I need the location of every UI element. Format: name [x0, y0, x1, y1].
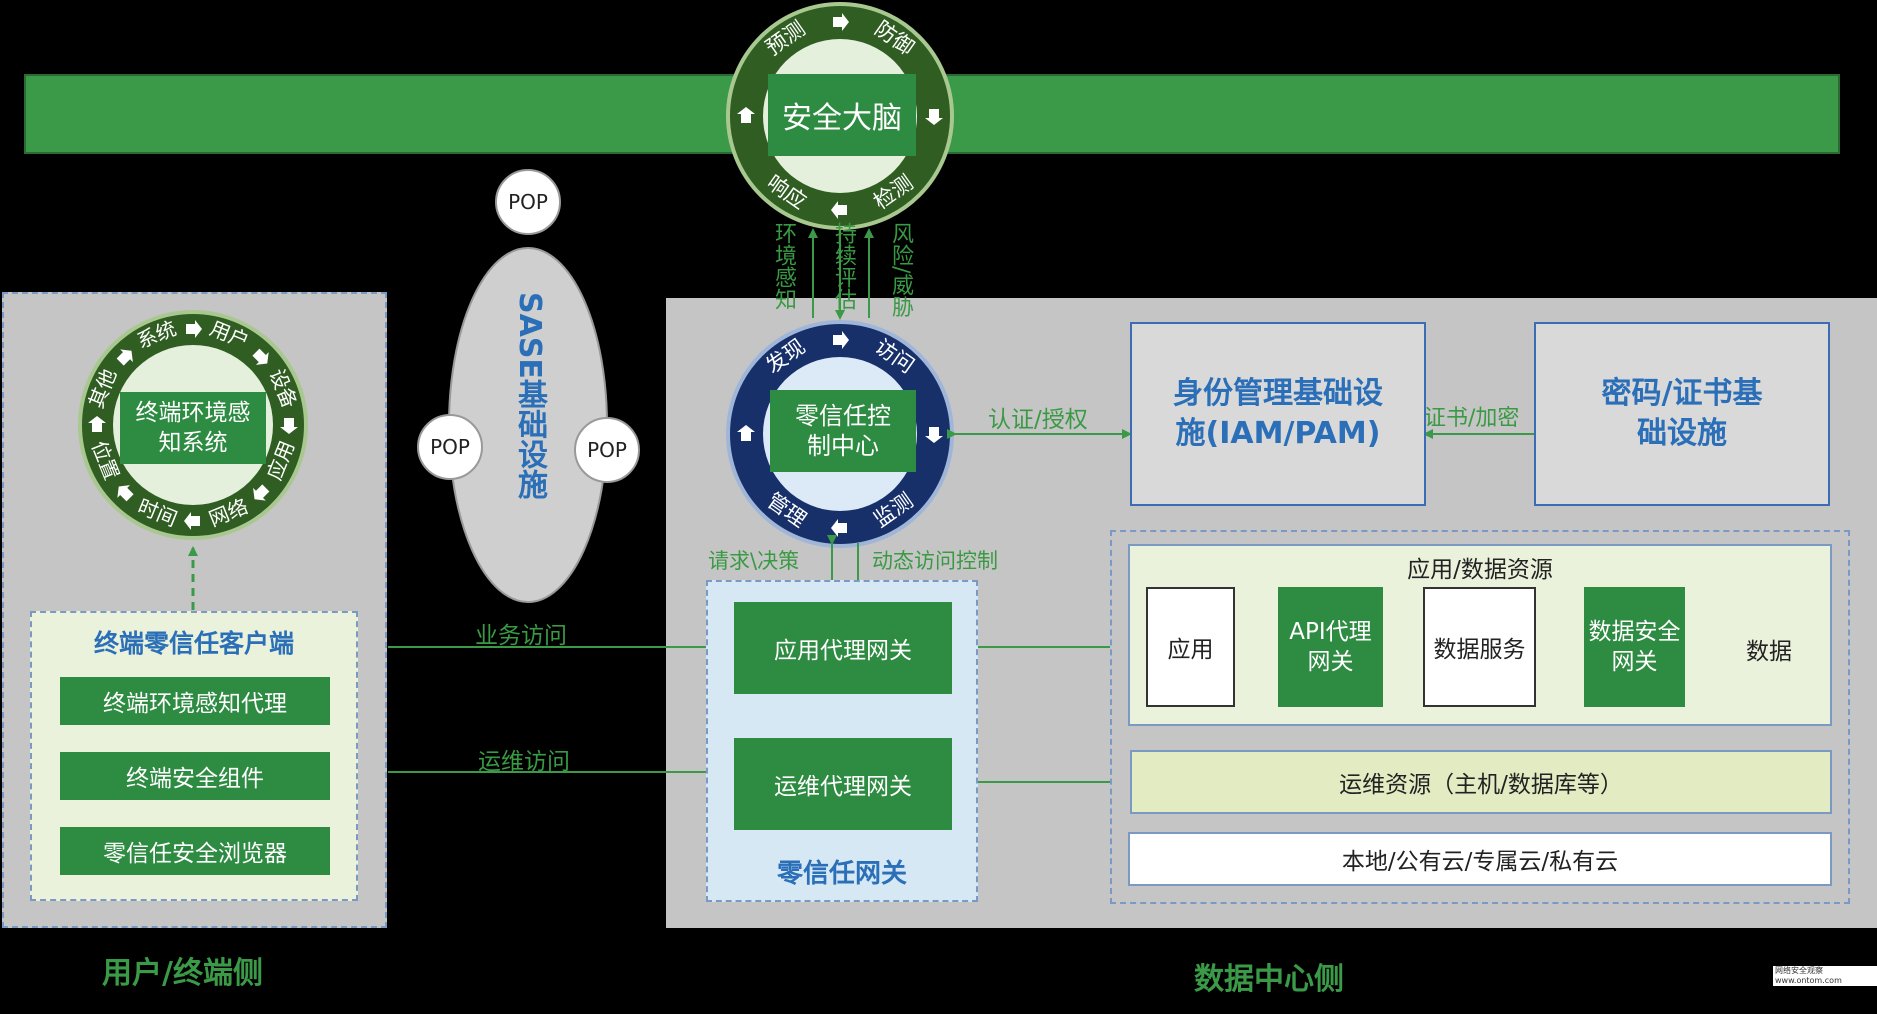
datacenter-title: 数据中心侧: [1194, 962, 1344, 997]
pop-top-label: POP: [508, 190, 548, 214]
control-center-label: 零信任控制中心: [795, 402, 891, 460]
brain-ring-arrow-3: [737, 107, 755, 123]
pop-right: [574, 417, 640, 483]
client-item-sensing-agent: 终端环境感知代理: [60, 677, 330, 725]
chain-data-label: 数据: [1746, 639, 1792, 665]
request-label: 请求\决策: [708, 549, 800, 573]
pop-top: [495, 169, 561, 235]
sensing-ring-arrow-5: [117, 485, 134, 502]
sensing-ring-arrow-6: [88, 416, 106, 432]
sensing-ring-arrow-1: [252, 348, 269, 365]
brain-label: 安全大脑: [782, 101, 902, 136]
brain-ring-arrow-1: [925, 109, 943, 125]
app-data-title: 应用/数据资源: [1407, 557, 1553, 583]
sensing-ring-arrows: [88, 320, 298, 530]
control-ring-arrow-0: [833, 331, 849, 349]
sase-label: SASE基础设施: [512, 292, 547, 499]
client-title: 终端零信任客户端: [93, 629, 294, 658]
user-side-title: 用户/终端侧: [102, 956, 263, 991]
pop-left: [417, 414, 483, 480]
chain-data-security-box: 数据安全网关: [1584, 587, 1685, 707]
control-center-box: 零信任控制中心: [770, 390, 916, 472]
crypto-label: 密码/证书基础设施: [1601, 376, 1763, 451]
control-ring-arrow-2: [831, 519, 847, 537]
pop-left-label: POP: [430, 435, 470, 459]
control-ring-arrows: [737, 331, 943, 537]
client-item-browser: 零信任安全浏览器: [60, 827, 330, 875]
watermark: 网络安全观察 www.ontom.com: [1773, 966, 1877, 986]
pop-right-label: POP: [587, 438, 627, 462]
chain-app-box: 应用: [1146, 587, 1235, 707]
auth-label: 认证/授权: [988, 407, 1088, 433]
brain-ring-arrow-2: [831, 201, 847, 219]
client-item-security-component: 终端安全组件: [60, 752, 330, 800]
label-risk-threat: 风险/威胁: [888, 222, 913, 318]
chain-data-service-box: 数据服务: [1423, 587, 1536, 707]
sensing-center-box: 终端环境感知系统: [120, 392, 266, 464]
cert-label: 证书/加密: [1424, 406, 1520, 431]
app-gateway-box: 应用代理网关: [734, 602, 952, 694]
brain-center-box: 安全大脑: [768, 74, 916, 156]
chain-api-gateway-box: API代理网关: [1278, 587, 1383, 707]
iam-box: 身份管理基础设施(IAM/PAM): [1130, 322, 1426, 506]
gateway-title: 零信任网关: [776, 858, 907, 889]
sensing-ring-arrow-2: [280, 418, 298, 434]
sensing-ring-arrow-7: [116, 349, 133, 366]
gateway-panel: 应用代理网关 运维代理网关 零信任网关: [706, 580, 978, 902]
ops-gateway-box: 运维代理网关: [734, 738, 952, 830]
label-env-sense: 环境感知: [771, 222, 796, 310]
sensing-ring-arrow-3: [253, 484, 270, 501]
iam-label: 身份管理基础设施(IAM/PAM): [1173, 376, 1383, 451]
sensing-ring-arrow-0: [186, 320, 202, 338]
biz-access-label: 业务访问: [475, 623, 567, 649]
ops-access-label: 运维访问: [478, 749, 570, 775]
dynamic-label: 动态访问控制: [872, 549, 998, 573]
crypto-box: 密码/证书基础设施: [1534, 322, 1830, 506]
brain-ring-arrows: [737, 13, 943, 219]
sensing-label: 终端环境感知系统: [135, 400, 251, 456]
ops-resource-bar: 运维资源（主机/数据库等）: [1130, 750, 1832, 814]
client-panel: 终端零信任客户端 终端环境感知代理 终端安全组件 零信任安全浏览器: [30, 611, 358, 901]
brain-ring-arrow-0: [833, 13, 849, 31]
sensing-ring-arrow-4: [184, 512, 200, 530]
label-continuous-eval: 持续评估: [831, 222, 856, 310]
control-ring-arrow-3: [737, 425, 755, 441]
cloud-bar: 本地/公有云/专属云/私有云: [1128, 832, 1832, 886]
control-ring-arrow-1: [925, 427, 943, 443]
